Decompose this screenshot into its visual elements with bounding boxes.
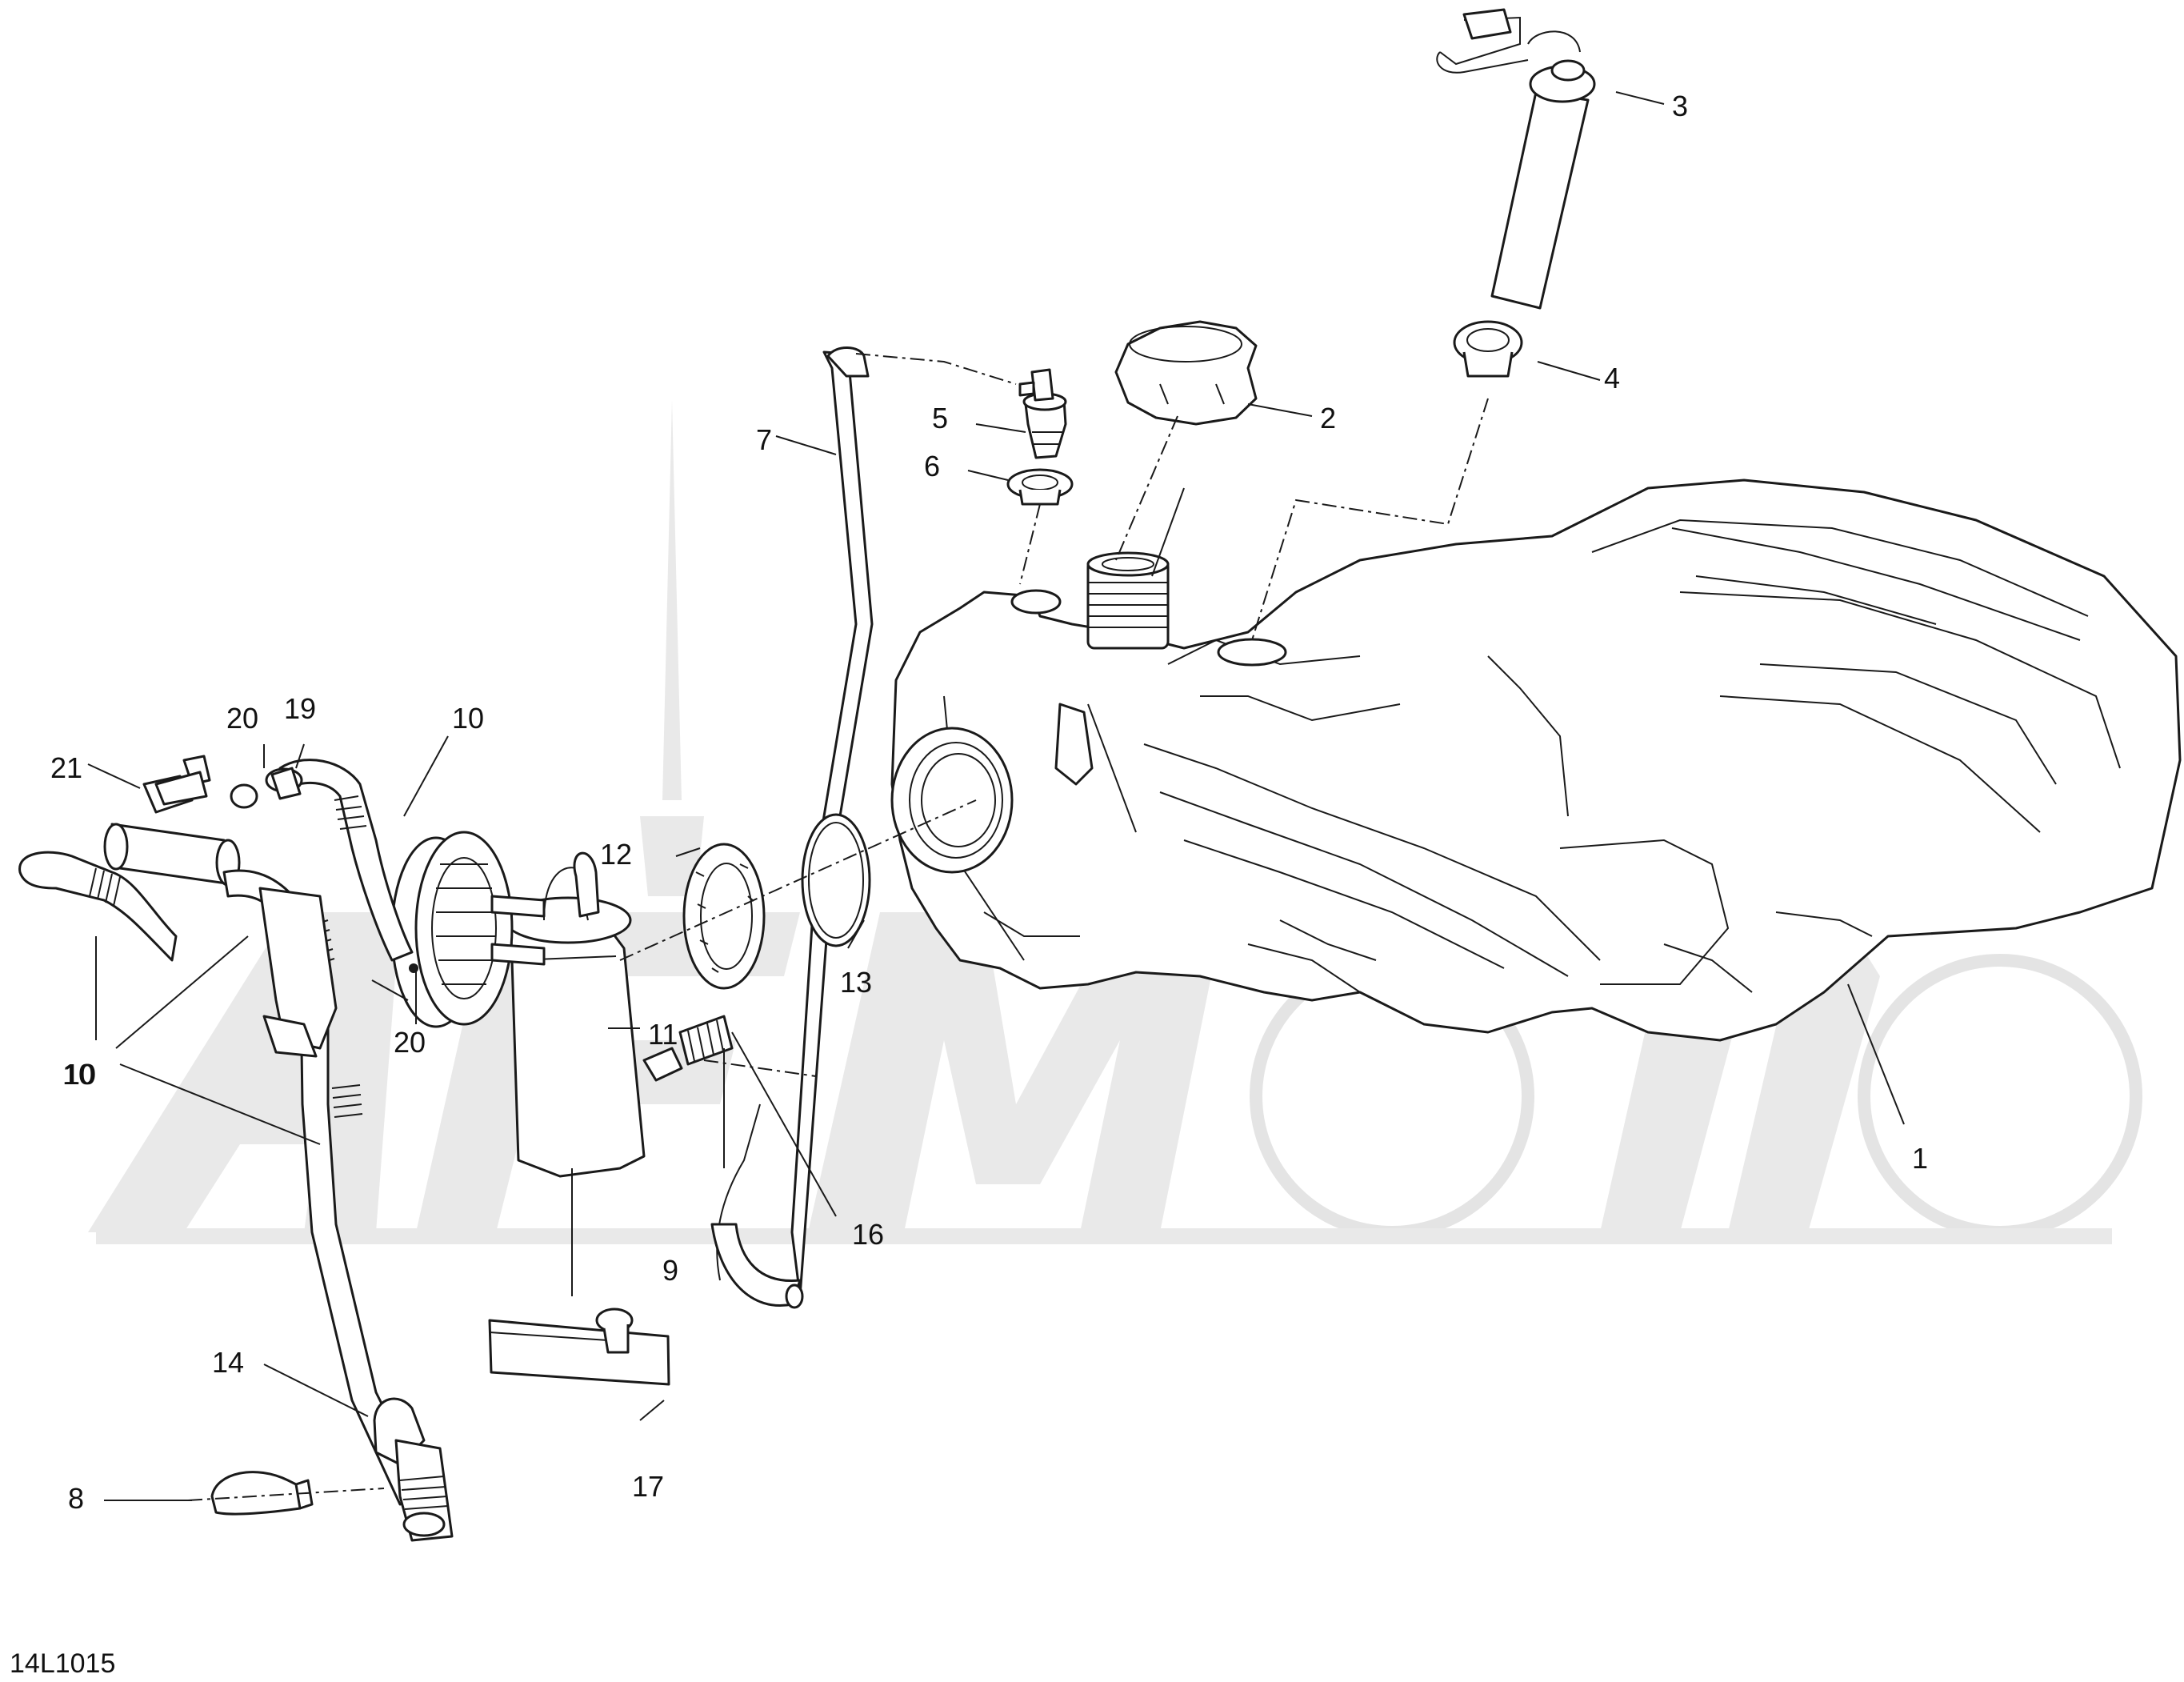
callout-4: 4 [1604, 362, 1620, 394]
hose-clamp [210, 1471, 314, 1516]
leader-lines [87, 91, 1905, 1501]
assembly-lines [187, 353, 1489, 1501]
callout-20a: 20 [226, 702, 258, 735]
callout-3: 3 [1672, 90, 1688, 122]
callout-20b: 20 [394, 1026, 426, 1059]
callout-11: 11 [648, 1018, 678, 1051]
fuel-hoses [18, 755, 454, 1542]
filter-fitting [642, 1015, 734, 1082]
callout-9: 9 [662, 1254, 678, 1287]
callout-17: 17 [632, 1470, 664, 1503]
callout-16: 16 [852, 1218, 884, 1251]
callout-5: 5 [932, 402, 948, 435]
callout-10b: 10 [62, 1058, 94, 1091]
small-fittings [154, 767, 302, 809]
callout-7: 7 [756, 423, 772, 456]
valve-grommet [1006, 468, 1074, 506]
callout-12: 12 [600, 838, 632, 871]
callout-10c: 10 [64, 1058, 96, 1091]
callout-2: 2 [1320, 402, 1336, 435]
pump-seal [801, 813, 871, 947]
fuel-cap [1114, 320, 1258, 426]
callout-labels: 1 2 3 4 5 6 7 8 9 10 10 10 11 12 13 14 1… [50, 90, 1928, 1515]
fuel-level-sender [1436, 8, 1596, 310]
callout-14: 14 [212, 1346, 244, 1379]
callout-8: 8 [68, 1482, 84, 1515]
diagram-code: 14L1015 [10, 1648, 115, 1679]
warning-label [488, 1308, 670, 1386]
pump-flange [390, 831, 546, 1028]
lock-ring [682, 843, 766, 990]
callout-6: 6 [924, 450, 940, 483]
vent-valve [1018, 368, 1067, 459]
callout-19: 19 [284, 692, 316, 725]
sender-grommet [1453, 320, 1523, 378]
callout-21: 21 [50, 751, 82, 784]
callout-13: 13 [840, 966, 872, 999]
callout-10a: 10 [452, 702, 484, 735]
callout-1: 1 [1912, 1142, 1928, 1175]
fuel-tank [890, 479, 2182, 1042]
